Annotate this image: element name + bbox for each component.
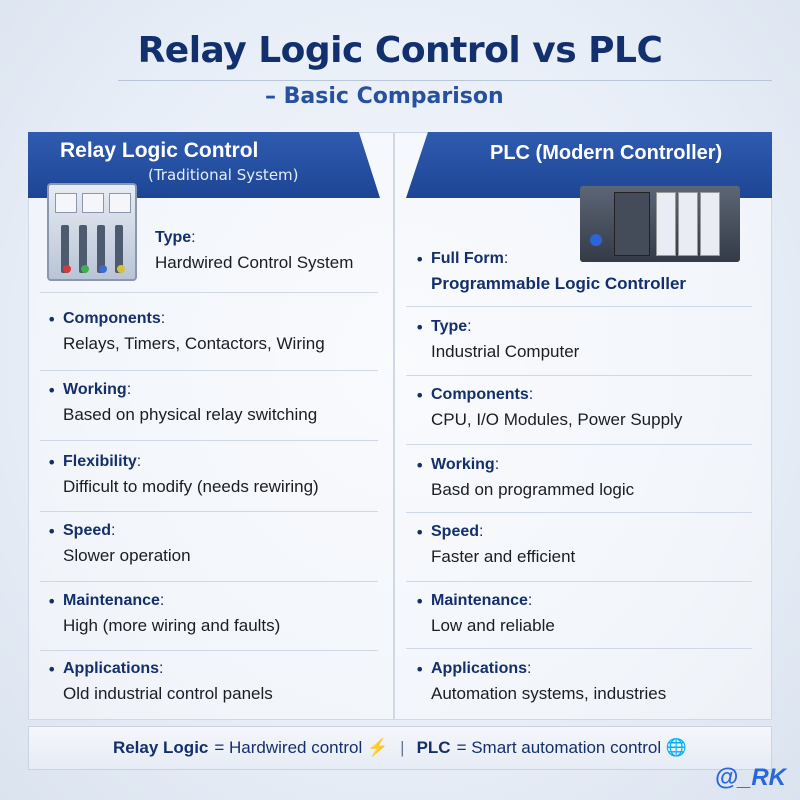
author-watermark: @_RK: [714, 764, 786, 791]
relay-item-working: • Working: Based on physical relay switc…: [47, 381, 318, 424]
footer-plc-term: PLC: [416, 738, 451, 757]
divider: [40, 370, 378, 371]
relay-item-applications: • Applications: Old industrial control p…: [47, 660, 273, 703]
relay-panel-image: [47, 183, 137, 281]
divider: [406, 648, 752, 649]
plc-header-title: PLC (Modern Controller): [490, 142, 723, 164]
divider: [406, 444, 752, 445]
divider: [406, 581, 752, 582]
plc-item-type: • Type: Industrial Computer: [415, 318, 580, 361]
divider: [40, 292, 378, 293]
page-title: Relay Logic Control vs PLC: [137, 30, 663, 71]
divider: [406, 375, 752, 376]
plc-item-applications: • Applications: Automation systems, indu…: [415, 660, 667, 703]
relay-header-subtitle: (Traditional System): [148, 166, 299, 184]
plc-controller-image: [580, 186, 740, 262]
relay-item-components: • Components: Relays, Timers, Contactors…: [47, 310, 325, 353]
plc-item-speed: • Speed: Faster and efficient: [415, 523, 576, 566]
footer-separator: |: [400, 738, 405, 757]
relay-header-banner: Relay Logic Control (Traditional System): [28, 132, 380, 198]
page-subtitle: – Basic Comparison: [265, 84, 504, 109]
plc-item-components: • Components: CPU, I/O Modules, Power Su…: [415, 386, 683, 429]
divider: [40, 581, 378, 582]
divider: [406, 306, 752, 307]
relay-header-title: Relay Logic Control: [60, 139, 259, 162]
divider: [40, 440, 378, 441]
summary-footer: Relay Logic = Hardwired control ⚡ | PLC …: [28, 726, 772, 770]
relay-item-speed: • Speed: Slower operation: [47, 522, 191, 565]
plc-item-maintenance: • Maintenance: Low and reliable: [415, 592, 555, 635]
divider: [40, 650, 378, 651]
divider: [406, 512, 752, 513]
relay-item-flexibility: • Flexibility: Difficult to modify (need…: [47, 453, 319, 496]
plc-item-full-form: • Full Form: Programmable Logic Controll…: [415, 250, 687, 293]
footer-relay-definition: = Hardwired control ⚡: [214, 738, 389, 757]
plc-item-working: • Working: Basd on programmed logic: [415, 456, 635, 499]
relay-item-type: Type: Hardwired Control System: [155, 229, 354, 272]
divider: [40, 511, 378, 512]
title-divider: [118, 80, 772, 81]
footer-relay-term: Relay Logic: [112, 738, 209, 757]
relay-item-maintenance: • Maintenance: High (more wiring and fau…: [47, 592, 281, 635]
footer-plc-definition: = Smart automation control 🌐: [456, 738, 688, 757]
